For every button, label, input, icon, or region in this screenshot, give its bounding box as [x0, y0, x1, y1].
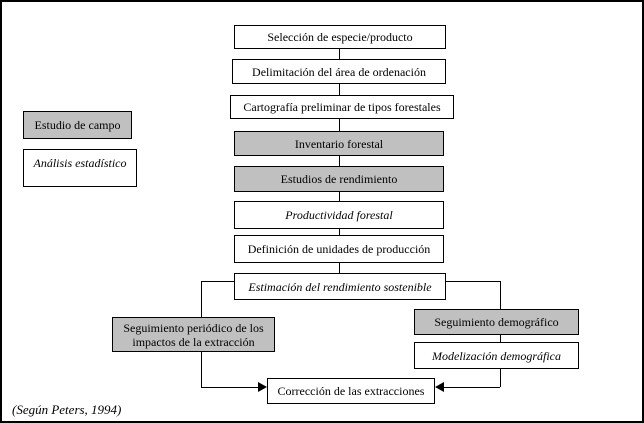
connector-step3-step4 [339, 119, 340, 131]
node-inventario-forestal: Inventario forestal [234, 131, 444, 156]
node-correccion-extracciones: Corrección de las extracciones [267, 378, 435, 404]
node-modelizacion-demografica: Modelización demográfica [414, 342, 579, 369]
node-definicion-unidades: Definición de unidades de producción [234, 235, 444, 263]
connector-step1-step2 [339, 49, 340, 59]
connector-right-to-merge [500, 369, 501, 387]
legend-statistical-analysis: Análisis estadístico [23, 149, 137, 187]
connector-estimacion-right [446, 281, 500, 282]
connector-step2-step3 [339, 84, 340, 95]
node-estimacion-rendimiento-sostenible: Estimación del rendimiento sostenible [234, 273, 446, 300]
connector-step4-step5 [339, 156, 340, 166]
arrow-left-icon [435, 382, 444, 392]
node-seguimiento-demografico: Seguimiento demográfico [414, 309, 579, 335]
connector-step7-step8 [339, 263, 340, 273]
connector-seguimiento-modelizacion [500, 335, 501, 342]
connector-right-merge-horizontal [443, 387, 500, 388]
legend-field-study: Estudio de campo [23, 111, 132, 139]
node-seguimiento-periodico-impactos: Seguimiento periódico de los impactos de… [112, 317, 275, 352]
node-delimitacion-area: Delimitación del área de ordenación [232, 59, 446, 84]
connector-left-down [201, 281, 202, 317]
connector-left-to-merge [201, 352, 202, 387]
connector-step5-step6 [339, 192, 340, 201]
arrow-right-icon [258, 382, 267, 392]
source-caption: (Según Peters, 1994) [12, 402, 122, 417]
connector-estimacion-left [201, 281, 234, 282]
node-cartografia-preliminar: Cartografía preliminar de tipos forestal… [230, 95, 454, 119]
node-estudios-rendimiento: Estudios de rendimiento [234, 166, 444, 192]
node-seleccion-especie-producto: Selección de especie/producto [234, 25, 446, 49]
node-productividad-forestal: Productividad forestal [234, 201, 444, 229]
connector-step6-step7 [339, 229, 340, 235]
connector-right-down [500, 281, 501, 309]
connector-left-merge-horizontal [201, 387, 259, 388]
